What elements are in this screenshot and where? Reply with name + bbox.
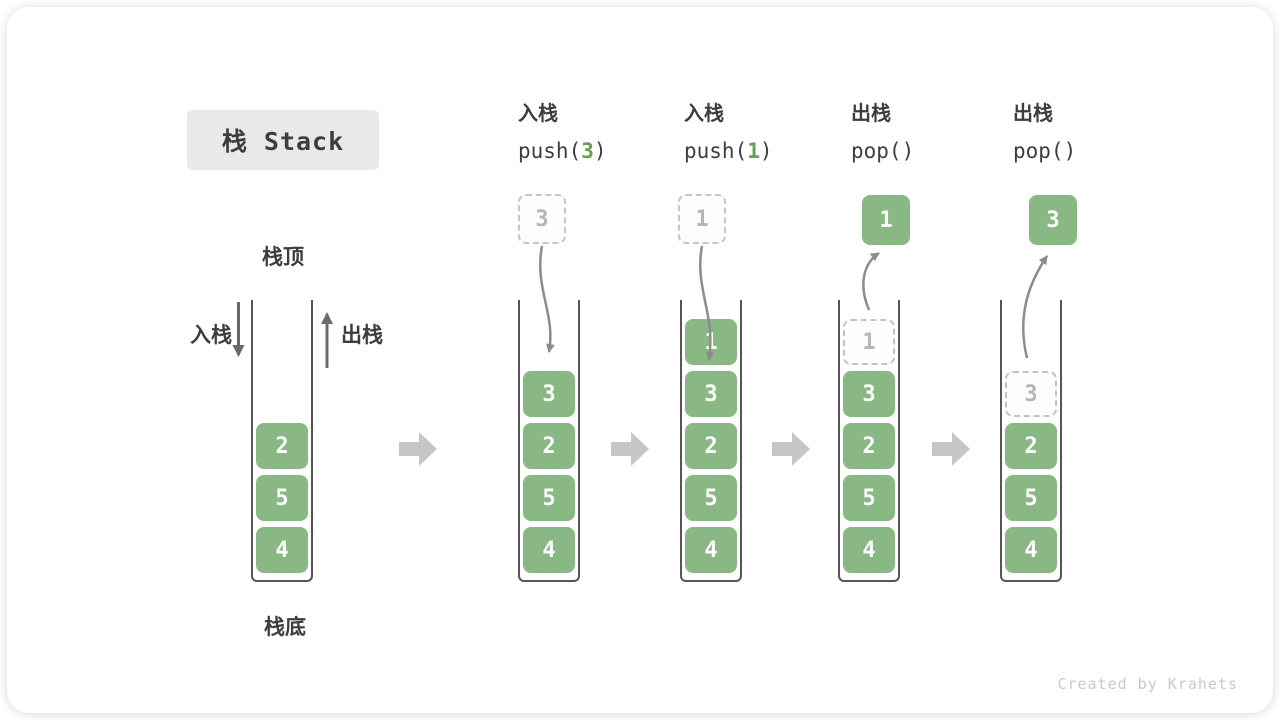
stack-bottom-label: 栈底 [264, 615, 306, 639]
floating-element-popped-3: 3 [1029, 195, 1077, 245]
op-code: pop() [851, 138, 1001, 164]
stack-cell: 5 [1005, 475, 1057, 521]
code-post: ) [1063, 139, 1077, 163]
code-arg: 3 [581, 139, 594, 163]
stack-cell: 4 [685, 527, 737, 573]
stack-cell: 5 [685, 475, 737, 521]
credit-watermark: Created by Krahets [1057, 675, 1238, 693]
code-pre: pop( [1013, 139, 1064, 163]
stack-cell: 4 [523, 527, 575, 573]
floating-element-popped-1: 1 [862, 195, 910, 245]
op-header-pop-2: 出栈 pop() [1013, 100, 1163, 164]
stack-cell: 3 [523, 371, 575, 417]
stack-cell: 3 [843, 371, 895, 417]
op-label: 入栈 [518, 101, 558, 125]
stack-cell-ghost: 1 [843, 319, 895, 365]
stack-cell: 1 [685, 319, 737, 365]
stack-cell: 2 [1005, 423, 1057, 469]
stack-cell: 5 [843, 475, 895, 521]
op-label: 出栈 [851, 101, 891, 125]
op-code: push(1) [684, 138, 834, 164]
code-post: ) [593, 139, 607, 163]
op-code: push(3) [518, 138, 668, 164]
stack-top-label: 栈顶 [262, 245, 304, 269]
code-pre: push( [518, 139, 582, 163]
diagram-title: 栈 Stack [221, 127, 345, 156]
op-header-push-1: 入栈 push(1) [684, 100, 834, 164]
op-label: 入栈 [684, 101, 724, 125]
code-arg: 1 [747, 139, 760, 163]
op-header-push-3: 入栈 push(3) [518, 100, 668, 164]
stack-after-pop-1: 1 3 2 5 4 [838, 300, 900, 582]
stack-cell: 2 [685, 423, 737, 469]
floating-element-push-1: 1 [678, 194, 726, 244]
push-side-label: 入栈 [190, 323, 232, 347]
stack-after-pop-3: 3 2 5 4 [1000, 300, 1062, 582]
stack-cell: 5 [256, 475, 308, 521]
code-pre: push( [684, 139, 748, 163]
stack-cell: 4 [256, 527, 308, 573]
stack-cell: 4 [1005, 527, 1057, 573]
code-post: ) [901, 139, 915, 163]
op-code: pop() [1013, 138, 1163, 164]
op-header-pop-1: 出栈 pop() [851, 100, 1001, 164]
floating-element-push-3: 3 [518, 194, 566, 244]
stack-cell: 2 [523, 423, 575, 469]
op-label: 出栈 [1013, 101, 1053, 125]
diagram-title-box: 栈 Stack [187, 110, 379, 170]
code-pre: pop( [851, 139, 902, 163]
stack-initial: 2 5 4 [251, 300, 313, 582]
stack-cell: 2 [843, 423, 895, 469]
stack-cell: 5 [523, 475, 575, 521]
code-post: ) [759, 139, 773, 163]
stack-cell: 2 [256, 423, 308, 469]
stack-cell-ghost: 3 [1005, 371, 1057, 417]
stack-cell: 4 [843, 527, 895, 573]
stack-cell: 3 [685, 371, 737, 417]
stack-after-push-1: 1 3 2 5 4 [680, 300, 742, 582]
stack-after-push-3: 3 2 5 4 [518, 300, 580, 582]
pop-side-label: 出栈 [341, 323, 383, 347]
